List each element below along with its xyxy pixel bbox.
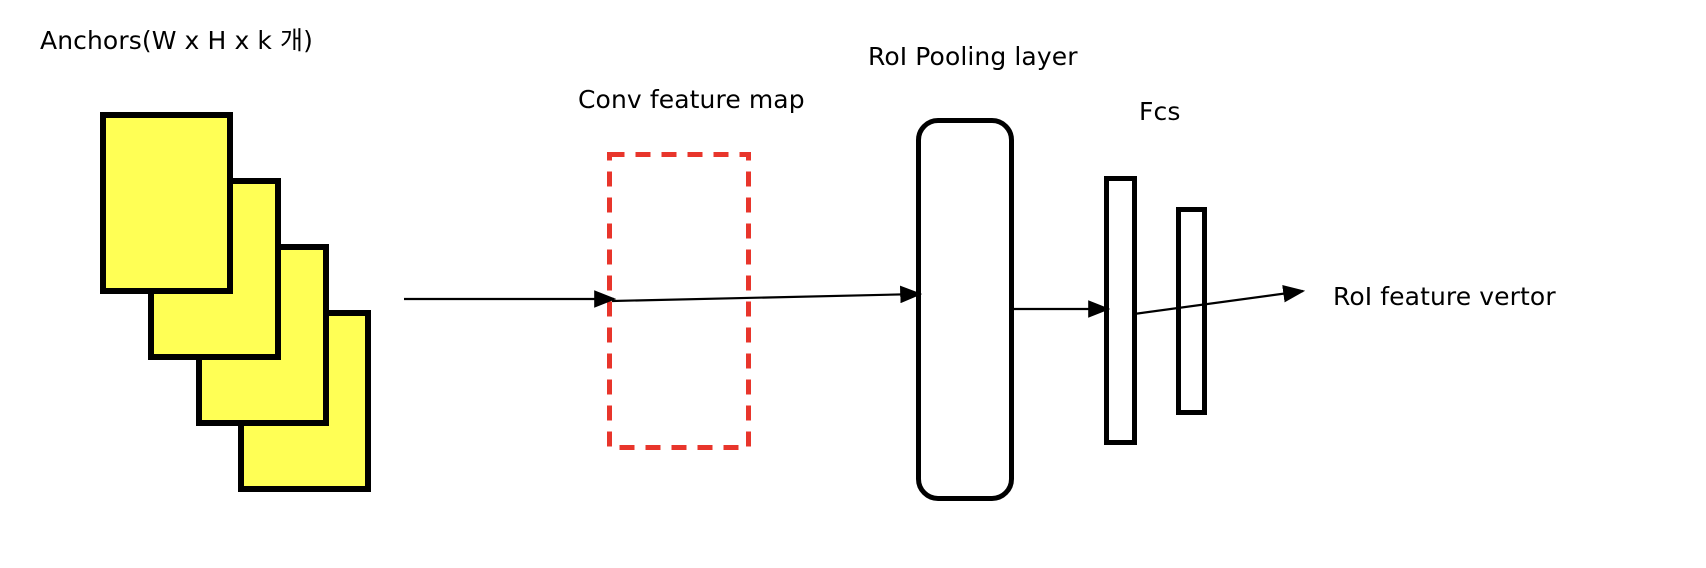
arrow-conv-to-pooling [611,285,923,304]
arrow-fc-to-output [1133,284,1306,316]
roi-pooling-layer-shape [916,118,1014,501]
fc-layer-1-shape [1104,176,1137,445]
fc-layer-2-shape [1176,207,1207,415]
anchor-box-1 [100,112,233,294]
label-roi-pooling-layer: RoI Pooling layer [868,42,1078,71]
label-roi-feature-vector: RoI feature vertor [1333,282,1556,311]
label-fcs: Fcs [1139,97,1181,126]
label-anchors: Anchors(W x H x k 개) [40,26,313,55]
label-conv-feature-map: Conv feature map [578,85,805,114]
